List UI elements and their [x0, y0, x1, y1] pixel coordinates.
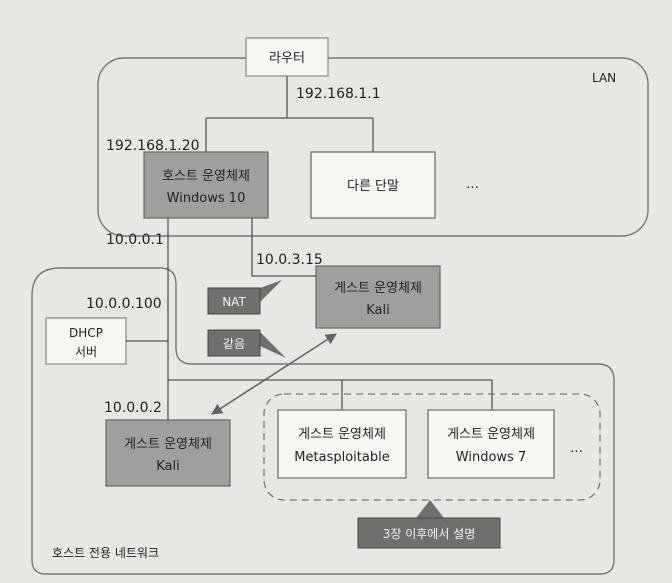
host-only-ellipsis: … [570, 441, 583, 456]
guest-meta-line2: Metasploitable [294, 450, 389, 465]
same-tag-pointer [260, 332, 286, 358]
dhcp-ip: 10.0.0.100 [86, 296, 162, 312]
other-terminal-label: 다른 단말 [347, 179, 399, 194]
nat-tag [207, 287, 261, 315]
guest-kali-line1: 게스트 운영체제 [124, 437, 212, 452]
lan-ellipsis: … [466, 177, 479, 192]
guest-win7-line2: Windows 7 [456, 450, 526, 465]
host-os-line1: 호스트 운영체제 [162, 169, 250, 184]
other-terminal-box [310, 151, 436, 219]
dhcp-line1: DHCP [69, 326, 103, 340]
host-os-box [143, 151, 269, 219]
guest-kali-nat-box [315, 265, 441, 329]
chapter-note-pointer [416, 500, 444, 518]
nat-link [251, 218, 316, 277]
guest-win7-box [427, 409, 555, 479]
kali-equivalence-arrow [211, 333, 337, 415]
lan-label: LAN [592, 71, 616, 85]
nat-tag-label: NAT [222, 295, 246, 309]
host-hostonly-ip: 10.0.0.1 [106, 232, 164, 248]
dhcp-line2: 서버 [75, 345, 97, 359]
same-tag-label: 같음 [223, 337, 245, 351]
host-lan-ip: 192.168.1.20 [106, 138, 200, 154]
guest-meta-line1: 게스트 운영체제 [298, 427, 386, 442]
host-os-line2: Windows 10 [167, 191, 246, 206]
later-chapters-group [263, 393, 601, 501]
router-box [245, 37, 329, 77]
host-only-network-region [31, 267, 615, 575]
chapter-note-label: 3장 이후에서 설명 [383, 527, 476, 541]
router-label: 라우터 [269, 51, 305, 66]
guest-kali-nat-line1: 게스트 운영체제 [334, 281, 422, 296]
chapter-note-box [357, 517, 501, 549]
router-ip: 192.168.1.1 [296, 86, 381, 102]
host-only-network-label: 호스트 전용 네트워크 [52, 546, 159, 560]
nat-ip: 10.0.3.15 [256, 252, 323, 268]
guest-win7-line1: 게스트 운영체제 [447, 427, 535, 442]
kali-hostonly-ip: 10.0.0.2 [104, 400, 162, 416]
guest-meta-box [277, 409, 407, 479]
lan-region [97, 57, 649, 237]
guest-kali-box [105, 419, 231, 487]
dhcp-server-box [45, 317, 127, 365]
guest-kali-line2: Kali [156, 459, 180, 474]
guest-kali-nat-line2: Kali [366, 303, 390, 318]
nat-tag-pointer [260, 280, 282, 302]
